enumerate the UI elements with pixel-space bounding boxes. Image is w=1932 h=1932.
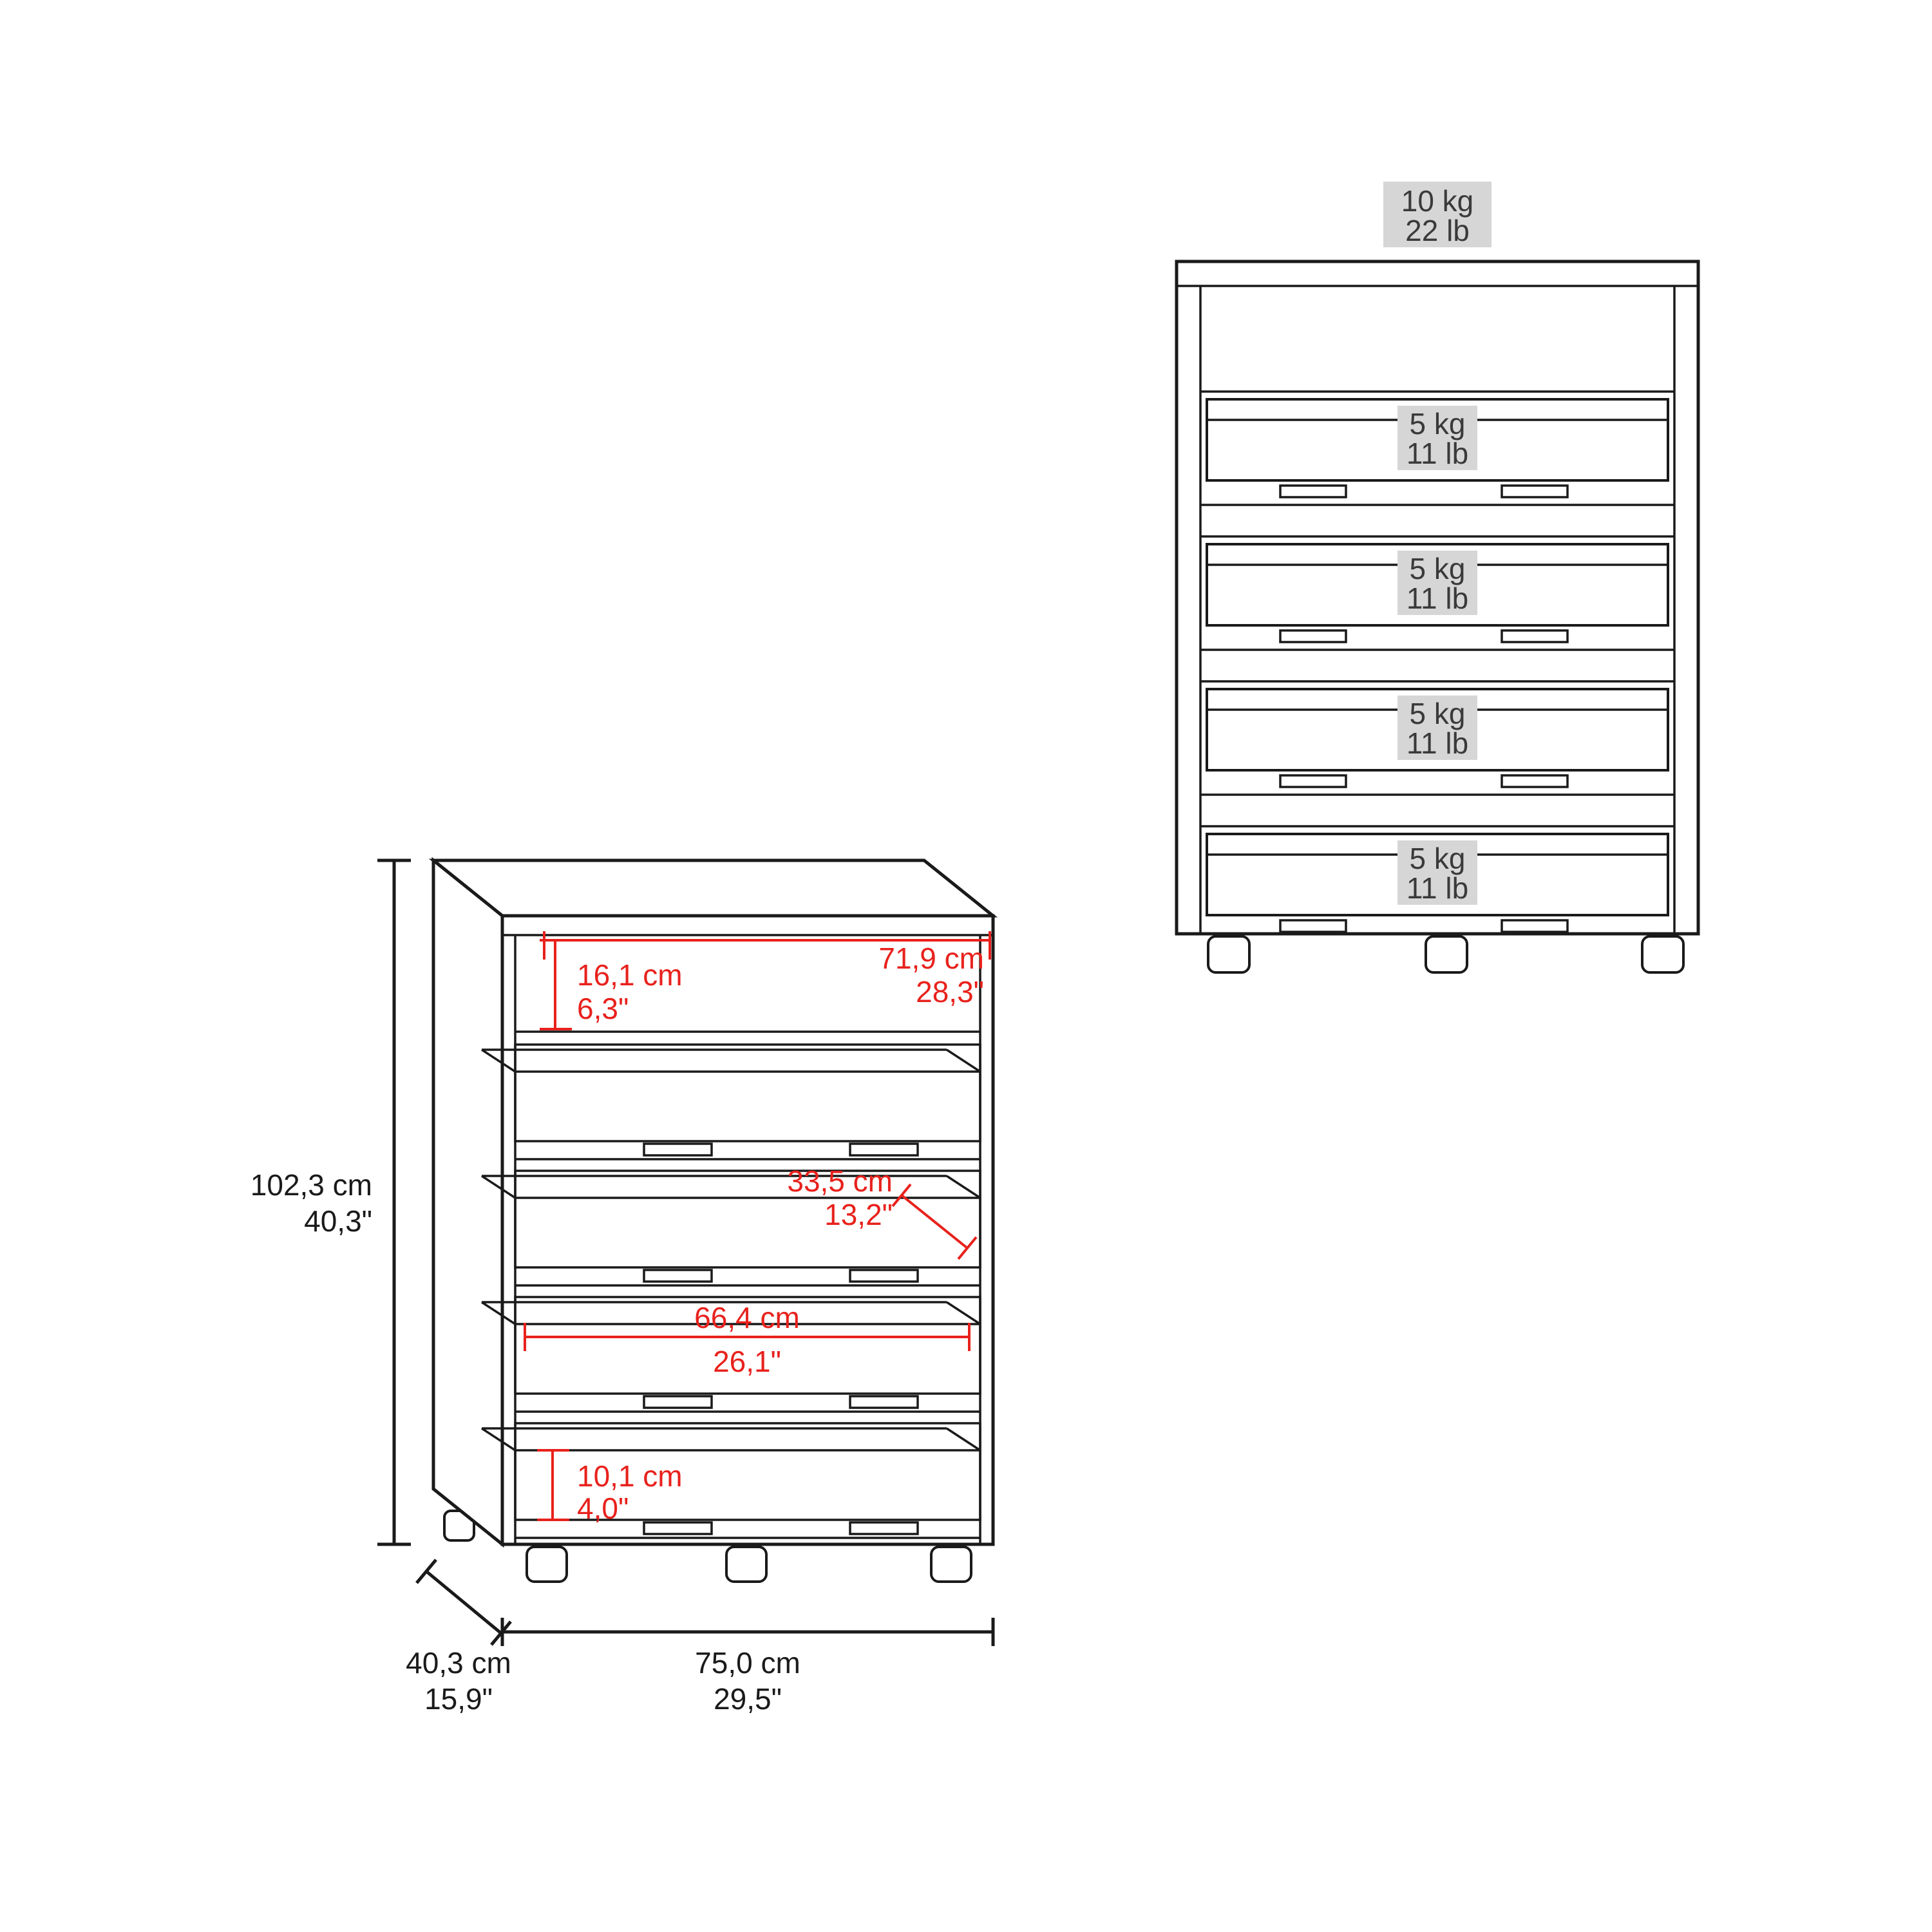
cabinet-front-face <box>500 914 995 1546</box>
dimension-drawer-width: 66,4 cm 26,1" <box>524 1301 971 1378</box>
drawer-rail-slots <box>1279 774 1569 788</box>
cabinet-left-face <box>431 857 504 1548</box>
perspective-drawer-1 <box>481 1043 981 1160</box>
front-view: 10 kg 22 lb 5 kg 11 lb 5 kg 11 lb <box>1175 182 1700 974</box>
capacity-label-top: 10 kg 22 lb <box>1383 182 1492 247</box>
drawer-rail-slots <box>1279 484 1569 498</box>
dim-width-in-label: 29,5" <box>714 1682 782 1716</box>
capacity-label-background <box>1383 182 1492 247</box>
capacity-label-background <box>1397 696 1477 760</box>
drawer-capacity-lb-label: 11 lb <box>1406 437 1468 470</box>
drawer-open-box-linework <box>481 1296 981 1413</box>
top-capacity-kg-label: 10 kg <box>1401 184 1474 218</box>
drawer-rail-slots <box>643 1269 919 1283</box>
dim-drawer-height-cm-label: 10,1 cm <box>577 1459 683 1493</box>
front-drawer-1: 5 kg 11 lb <box>1200 390 1674 506</box>
cabinet-foot <box>1425 935 1468 974</box>
dim-drawer-width-cm-label: 66,4 cm <box>694 1301 800 1334</box>
front-drawer-2: 5 kg 11 lb <box>1200 535 1674 651</box>
capacity-label-background <box>1397 840 1477 905</box>
dim-inner-width-in-label: 28,3" <box>916 975 984 1009</box>
dim-top-shelf-in-label: 6,3" <box>577 992 629 1025</box>
dim-inner-width-cm-label: 71,9 cm <box>878 942 984 975</box>
drawer-open-box-linework <box>481 1043 981 1160</box>
dimension-line <box>415 1558 512 1646</box>
drawer-capacity-kg-label: 5 kg <box>1410 407 1466 440</box>
capacity-label-background <box>1397 406 1477 470</box>
dim-drawer-depth-in-label: 13,2" <box>824 1198 893 1231</box>
dimension-line <box>500 1618 995 1646</box>
capacity-label-background <box>1397 551 1477 615</box>
drawer-capacity-lb-label: 11 lb <box>1406 871 1468 905</box>
drawer-capacity-kg-label: 5 kg <box>1410 552 1466 585</box>
drawer-capacity-lb-label: 11 lb <box>1406 582 1468 615</box>
dimension-line <box>377 858 411 1546</box>
dim-depth-cm-label: 40,3 cm <box>406 1646 511 1680</box>
cabinet-foot <box>1207 935 1251 974</box>
perspective-view: 71,9 cm 28,3" 16,1 cm 6,3" 33,5 cm 13,2"… <box>251 857 998 1716</box>
dim-drawer-depth-cm-label: 33,5 cm <box>787 1164 893 1198</box>
drawer-capacity-kg-label: 5 kg <box>1410 697 1466 730</box>
front-drawer-3: 5 kg 11 lb <box>1200 680 1674 796</box>
dimension-overall-width: 75,0 cm 29,5" <box>500 1618 995 1716</box>
drawer-rail-slots <box>643 1142 919 1157</box>
dim-drawer-height-in-label: 4,0" <box>577 1492 629 1525</box>
dimension-overall-height: 102,3 cm 40,3" <box>251 858 411 1546</box>
dimension-inner-width: 71,9 cm 28,3" <box>543 931 991 1009</box>
cabinet-foot <box>526 1546 568 1583</box>
drawer-rail-slots <box>643 1521 919 1535</box>
perspective-drawer-2 <box>481 1170 981 1287</box>
dim-height-cm-label: 102,3 cm <box>251 1168 372 1202</box>
drawer-capacity-lb-label: 11 lb <box>1406 726 1468 760</box>
perspective-drawer-3 <box>481 1296 981 1413</box>
drawer-open-box-linework <box>481 1170 981 1287</box>
cabinet-foot <box>725 1546 768 1583</box>
drawer-rail-slots <box>1279 629 1569 643</box>
dimension-drawer-height: 10,1 cm 4,0" <box>537 1449 683 1525</box>
dimension-overall-depth: 40,3 cm 15,9" <box>406 1558 512 1716</box>
drawer-open-box-linework <box>481 1422 981 1539</box>
dim-top-shelf-cm-label: 16,1 cm <box>577 958 683 992</box>
dimension-line <box>543 931 991 960</box>
drawer-rail-slots <box>643 1395 919 1409</box>
front-drawer-4: 5 kg 11 lb <box>1200 825 1674 933</box>
dimension-top-shelf-height: 16,1 cm 6,3" <box>540 939 683 1030</box>
cabinet-top-face <box>428 858 998 918</box>
dimension-line <box>540 939 572 1030</box>
drawer-capacity-kg-label: 5 kg <box>1410 842 1466 875</box>
dimension-drawer-depth: 33,5 cm 13,2" <box>787 1164 978 1260</box>
perspective-drawer-4 <box>481 1422 981 1539</box>
top-capacity-lb-label: 22 lb <box>1405 214 1470 247</box>
dimension-line <box>537 1449 569 1521</box>
cabinet-foot <box>930 1546 972 1583</box>
dim-height-in-label: 40,3" <box>304 1204 372 1238</box>
dim-depth-in-label: 15,9" <box>424 1682 493 1716</box>
cabinet-foot <box>1641 935 1685 974</box>
dim-width-cm-label: 75,0 cm <box>695 1646 800 1680</box>
dim-drawer-width-in-label: 26,1" <box>713 1345 781 1378</box>
drawer-rail-slots <box>1279 919 1569 933</box>
dimension-line <box>891 1183 978 1260</box>
dimension-line <box>524 1323 971 1351</box>
